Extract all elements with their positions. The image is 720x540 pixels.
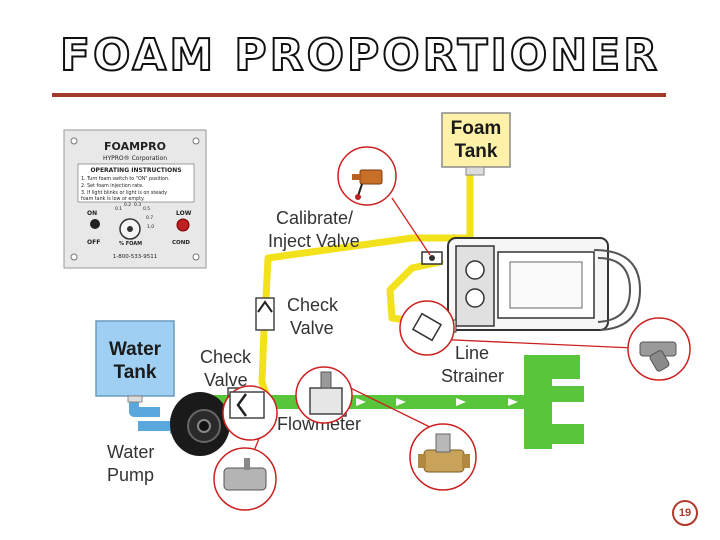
panel-instruction-4: foam tank is low or empty. — [81, 196, 145, 202]
check-valve-lower-label-line2: Valve — [204, 370, 248, 390]
panel-company: HYPRO® Corporation — [103, 155, 167, 162]
callout-check-valve — [222, 385, 278, 441]
panel-on-label: ON — [87, 210, 97, 217]
water-tank-label-line1: Water — [109, 339, 162, 360]
line-strainer-label-line2: Strainer — [441, 366, 504, 386]
panel-brand: FOAMPRO — [104, 140, 166, 153]
line-strainer-label-line1: Line — [455, 343, 489, 363]
panel-low-label: LOW — [176, 210, 192, 217]
dial-mark-4: 0.5 — [143, 206, 150, 212]
water-tank: Water Tank — [95, 320, 175, 403]
check-valve-upper — [255, 297, 275, 331]
dial-mark-2: 0.2 — [124, 202, 131, 208]
foam-tank-label-line1: Foam — [451, 118, 502, 139]
callout-check-valve-photo — [213, 447, 277, 511]
panel-phone: 1-800-533-9511 — [113, 254, 157, 260]
calibrate-inject-valve — [421, 251, 443, 265]
foam-pump-unit — [447, 237, 642, 331]
flowmeter-label: Flowmeter — [277, 414, 361, 434]
water-pump-label-line1: Water — [107, 442, 154, 462]
calibrate-valve-label-line1: Calibrate/ — [276, 208, 353, 228]
panel-instruction-2: 2. Set foam injection rate. — [81, 183, 144, 189]
foam-tank: Foam Tank — [441, 112, 511, 176]
discharge-line — [212, 355, 584, 449]
callout-calibrate-valve — [337, 146, 397, 206]
check-valve-lower-label-line1: Check — [200, 347, 252, 367]
callout-flowmeter — [295, 366, 353, 424]
panel-instruction-3: 3. If light blinks or light is on steady — [81, 190, 167, 196]
page-title: FOAM PROPORTIONER — [59, 29, 661, 82]
power-switch-icon — [90, 219, 100, 229]
water-pump-label-line2: Pump — [107, 465, 154, 485]
control-panel: FOAMPRO HYPRO® Corporation OPERATING INS… — [63, 129, 207, 269]
dial-mark-5: 0.7 — [146, 215, 153, 221]
low-light-icon — [176, 218, 190, 232]
callout-line-strainer — [399, 300, 455, 356]
water-pump — [170, 392, 230, 456]
calibrate-valve-label-line2: Inject Valve — [268, 231, 360, 251]
foam-tank-label-line2: Tank — [455, 141, 498, 162]
callout-strainer-photo — [627, 317, 691, 381]
title-divider — [52, 93, 666, 97]
callout-flowmeter-photo — [409, 423, 477, 491]
panel-instructions-title: OPERATING INSTRUCTIONS — [90, 167, 181, 174]
check-valve-upper-label-line2: Valve — [290, 318, 334, 338]
dial-mark-3: 0.3 — [134, 202, 141, 208]
panel-foam-label: % FOAM — [119, 241, 142, 247]
panel-off-label: OFF — [87, 239, 100, 246]
dial-mark-6: 1.0 — [147, 224, 154, 230]
check-valve-upper-label-line1: Check — [287, 295, 339, 315]
panel-instruction-1: 1. Turn foam switch to "ON" position. — [81, 176, 170, 182]
page-number-badge: 19 — [672, 500, 698, 526]
panel-cond-label: COND — [172, 240, 190, 246]
water-tank-label-line2: Tank — [114, 362, 157, 383]
dial-mark-1: 0.1 — [115, 206, 122, 212]
